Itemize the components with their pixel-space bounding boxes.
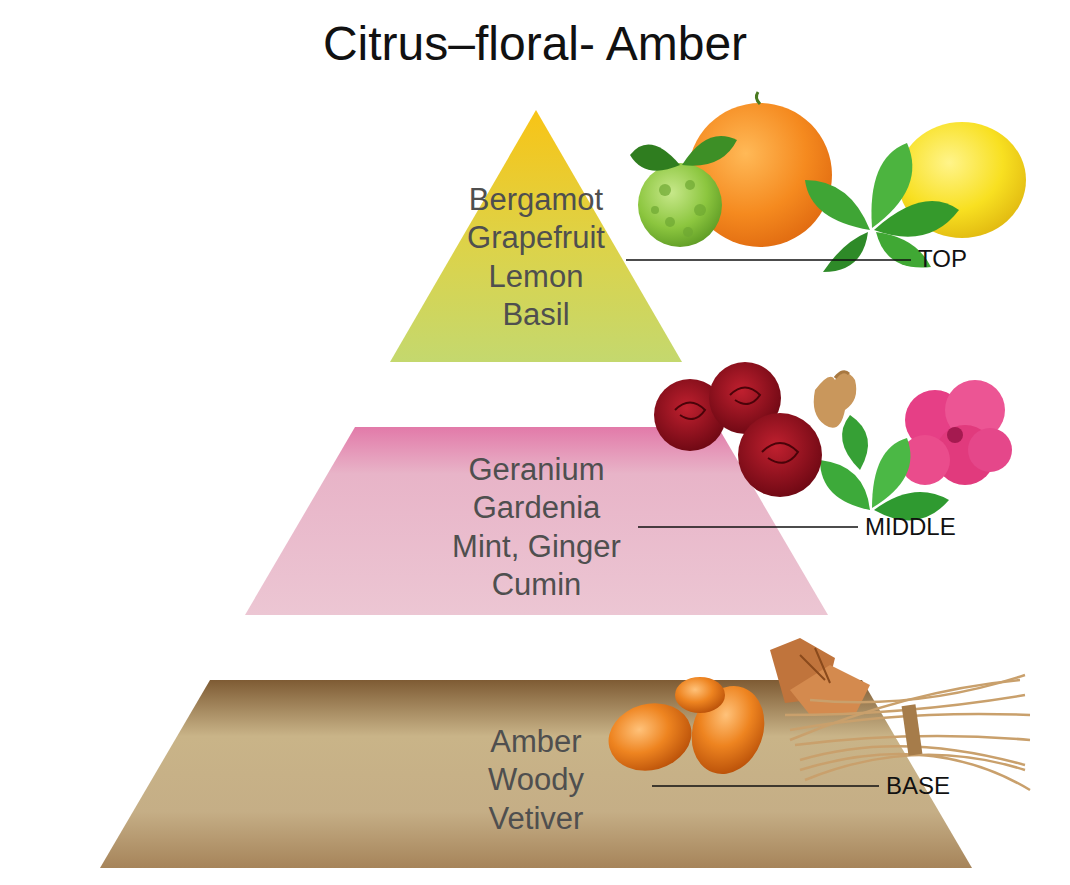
ingredient-text: Geranium: [245, 451, 828, 490]
ingredient-text: Bergamot: [390, 181, 682, 220]
ingredient-list: AmberWoodyVetiver: [100, 723, 972, 839]
ingredient-text: Woody: [100, 761, 972, 800]
ingredient-text: Gardenia: [245, 489, 828, 528]
ingredient-list: GeraniumGardeniaMint, GingerCumin: [245, 451, 828, 605]
ingredient-text: Vetiver: [100, 800, 972, 839]
ingredient-text: Mint, Ginger: [245, 528, 828, 567]
layer-label: TOP: [918, 245, 967, 273]
ingredient-text: Lemon: [390, 258, 682, 297]
ingredient-text: Grapefruit: [390, 219, 682, 258]
middle-notes-band: GeraniumGardeniaMint, GingerCumin: [245, 427, 828, 615]
citrus-illustration: [630, 92, 1026, 272]
ingredient-text: Cumin: [245, 566, 828, 605]
layer-label: BASE: [886, 772, 950, 800]
diagram-title: Citrus–floral- Amber: [0, 14, 1070, 74]
ingredient-text: Amber: [100, 723, 972, 762]
ingredient-list: BergamotGrapefruitLemonBasil: [390, 181, 682, 335]
layer-label: MIDDLE: [865, 513, 956, 541]
ingredient-text: Basil: [390, 296, 682, 335]
